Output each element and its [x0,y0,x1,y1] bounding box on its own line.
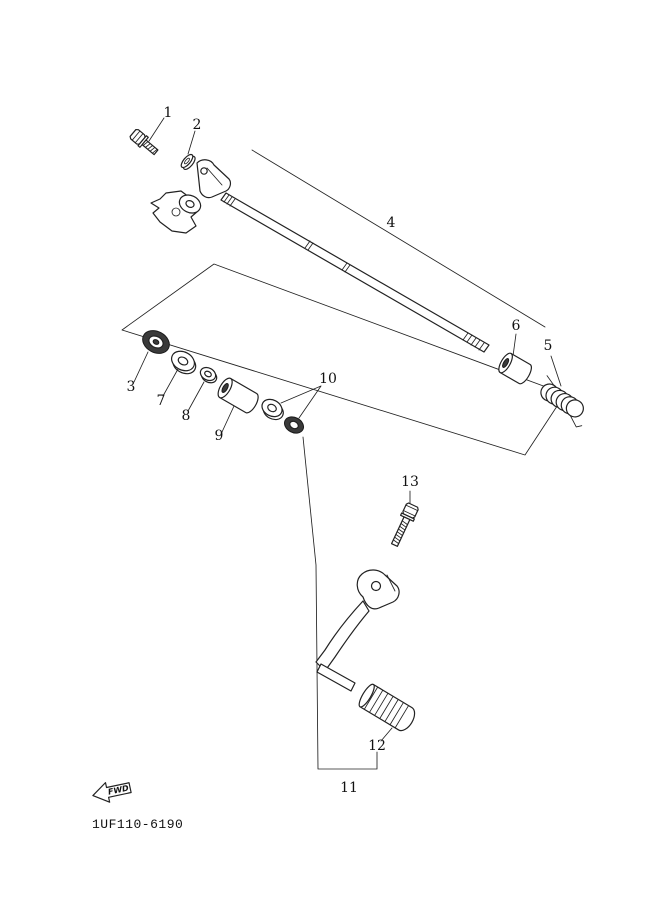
lever-clamp-plate [196,159,232,199]
bolt-13 [390,502,419,547]
callouts: 1 2 3 4 5 6 7 8 9 10 11 12 13 [127,105,553,796]
lever-boss [178,194,202,214]
callout-10: 10 [319,371,337,387]
pedal-clamp-slit [386,574,396,592]
clamp-bolt-hole [200,167,208,175]
washer-bore [289,420,299,430]
leader-12 [380,727,393,742]
bolt-shank [390,516,411,547]
bracket-11 [302,436,378,770]
leader-2 [187,130,196,155]
washer-7 [170,350,197,375]
washer-10b [283,416,305,434]
spacer [217,377,259,414]
fwd-label: FWD [107,783,130,796]
callout-13: 13 [401,474,419,490]
washer-face [180,153,194,169]
callout-12: 12 [368,738,386,754]
pedal-clamp-hole [370,580,382,592]
shaft-thread-ticks [462,332,485,351]
clamp-slot [206,167,223,186]
callout-5: 5 [544,338,553,354]
washer-bore [177,356,189,366]
leader-6 [512,333,517,357]
callout-9: 9 [215,428,224,444]
washer-bore [184,157,190,165]
callout-7: 7 [157,393,166,409]
peg-shaft [316,663,356,692]
leader-10 [280,385,322,419]
leader-3 [133,351,149,383]
shaft-body [220,192,490,353]
leader-1 [148,117,165,142]
bushing-bore [152,339,160,345]
bushing [142,330,170,354]
torsion-spring [540,375,584,428]
callout-8: 8 [182,408,191,424]
spring-leg-left [546,375,555,386]
bolt-threads [142,141,158,154]
leader-4 [251,149,546,328]
boss-bore [185,199,195,209]
washer-bore [267,403,277,413]
spacer-bore [221,383,229,393]
washer-bore [204,370,212,378]
washer-2 [180,153,196,171]
shaft-joint-ticks [304,240,351,273]
part-code: 1UF110-6190 [92,817,183,832]
bolt-threads [392,520,408,545]
fwd-arrow-icon [92,782,132,803]
callout-11: 11 [340,780,358,796]
washer-10a [261,398,284,421]
shift-lever [150,159,232,234]
rubber-end [358,683,375,708]
spring-leg-right [569,415,583,428]
bolt-head-facets [131,130,144,144]
leader-7 [162,368,179,397]
leader-8 [187,381,205,412]
reference-plane [121,263,566,456]
rubber-knurls [364,687,409,728]
callout-1: 1 [164,105,173,121]
callout-4: 4 [387,215,396,231]
footpeg-rubber [358,683,416,732]
leader-9 [221,405,235,433]
collar-bore [502,358,510,368]
pedal-arm [315,600,370,672]
bolt-1 [129,128,159,156]
pawl-hole [171,207,181,217]
fwd-marker: FWD [92,782,132,803]
collar [498,352,532,385]
callout-2: 2 [193,117,202,133]
washer-8 [199,366,218,384]
shift-pedal [315,569,416,732]
shaft-spline-ticks [223,194,236,207]
leader-lines [133,117,562,770]
callout-3: 3 [127,379,136,395]
callout-6: 6 [512,318,521,334]
shift-shaft [220,192,490,353]
bolt-head-facets [402,504,419,517]
leader-5 [550,355,562,387]
